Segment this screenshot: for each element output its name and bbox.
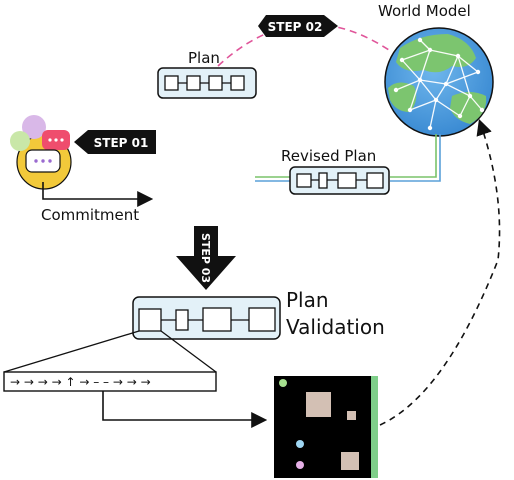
plan-validation-label-line1: Plan — [286, 288, 329, 312]
step-02-tag: STEP 02 — [258, 15, 338, 37]
step-01-tag: STEP 01 — [74, 130, 156, 154]
revised-plan-box — [289, 166, 390, 195]
revised-plan-label: Revised Plan — [281, 147, 377, 165]
network-globe-icon — [384, 27, 494, 137]
plan-label: Plan — [188, 49, 220, 67]
world-model-to-revised-plan-link — [255, 134, 441, 182]
chat-bubbles-agent-icon — [10, 115, 72, 190]
plan-validation-label-line2: Validation — [286, 315, 385, 339]
world-model-label: World Model — [378, 2, 471, 20]
step-02-label: STEP 02 — [268, 20, 323, 34]
plan-box — [157, 67, 257, 99]
step-03-label: STEP 03 — [199, 233, 212, 283]
action-sequence: → → → → ↑ → – – → → → — [10, 375, 151, 389]
plan-to-world-model-link — [217, 23, 393, 67]
step-03-arrow: STEP 03 — [176, 226, 236, 290]
action-to-environment-arrow — [102, 391, 268, 428]
grid-environment-icon — [274, 376, 378, 478]
commitment-arrow — [42, 182, 154, 207]
commitment-label: Commitment — [41, 206, 140, 224]
step-01-label: STEP 01 — [94, 136, 149, 150]
zoom-lines — [3, 330, 217, 373]
action-sequence-strip: → → → → ↑ → – – → → → — [3, 371, 217, 392]
plan-validation-box — [132, 296, 281, 340]
